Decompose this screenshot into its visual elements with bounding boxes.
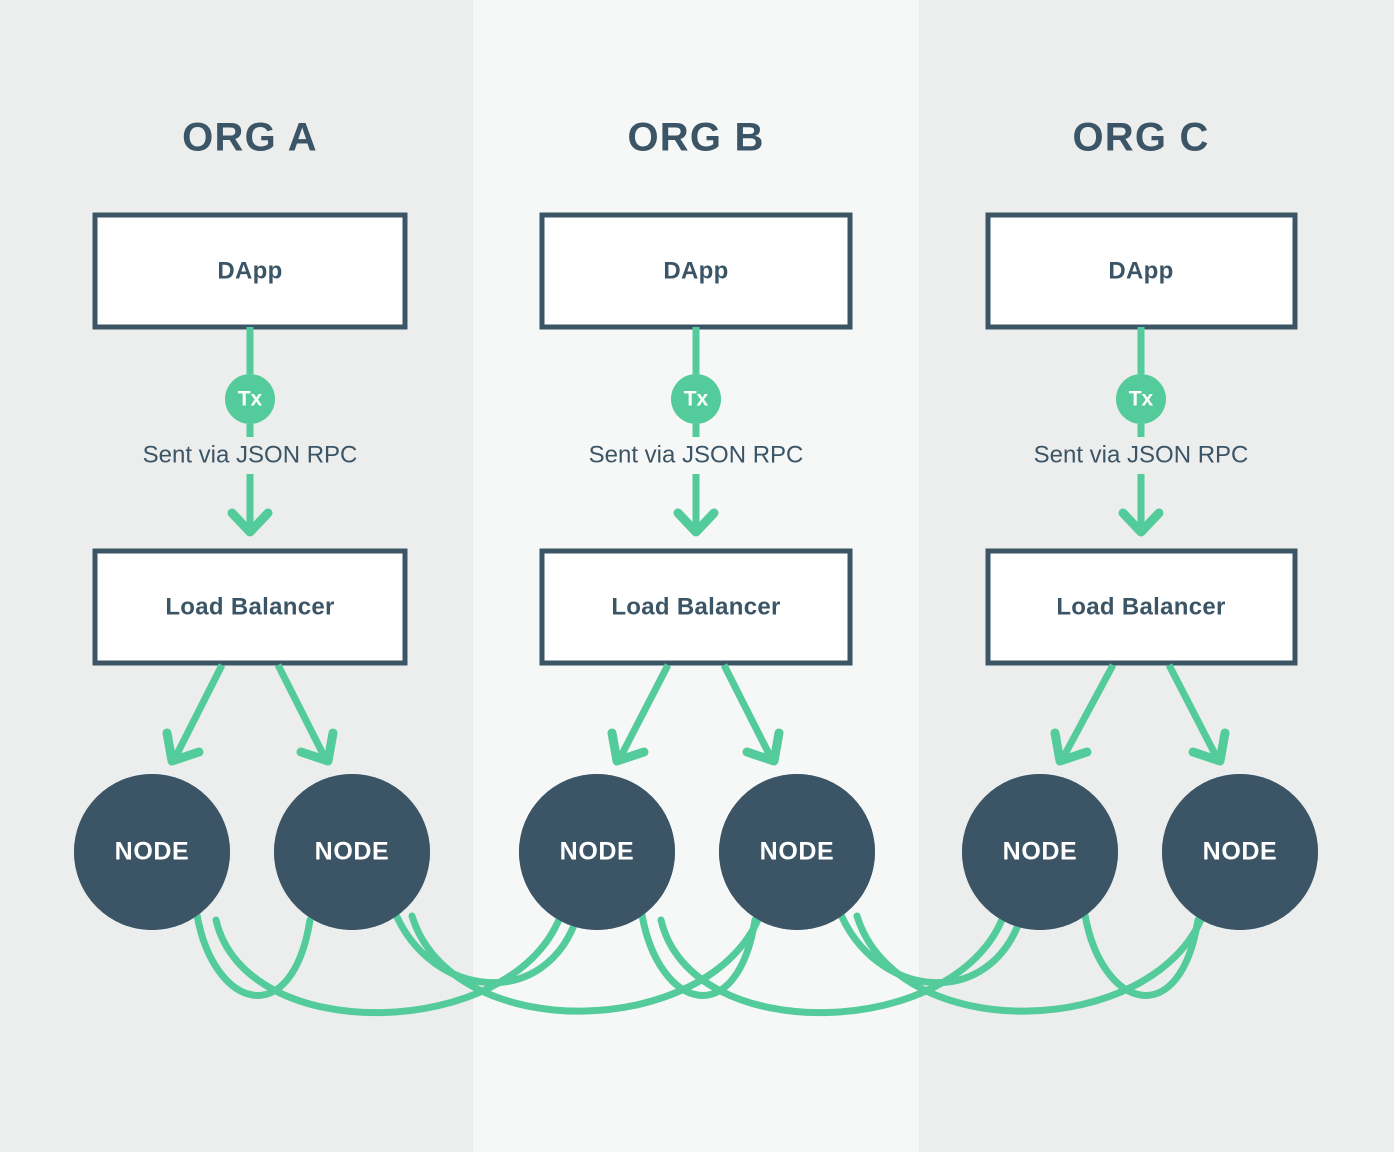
fan-arrow-icon-b1 xyxy=(607,728,649,766)
node-circle-a2-overlay[interactable] xyxy=(274,774,430,930)
mesh-curve-b1-c1 xyxy=(657,913,1007,1017)
load-balancer-label-a: Load Balancer xyxy=(165,593,334,620)
node-label-a1-overlay: NODE xyxy=(115,838,190,866)
tx-token-icon-b xyxy=(671,374,721,424)
load-balancer-box-b[interactable] xyxy=(539,548,853,666)
fan-arrow-icon-c1 xyxy=(1050,728,1092,766)
fan-arrow-icon-c2 xyxy=(1188,728,1230,766)
node-label-b1-overlay: NODE xyxy=(560,838,635,866)
mesh-curve-b2-c1 xyxy=(835,906,1026,986)
mesh-curve-a1-a2 xyxy=(193,911,314,999)
tx-label-b: Tx xyxy=(684,388,709,411)
dapp-label-a: DApp xyxy=(217,257,282,284)
load-balancer-label-b: Load Balancer xyxy=(611,593,780,620)
mesh-curve-a2-b2 xyxy=(408,911,764,1015)
rpc-label-a: Sent via JSON RPC xyxy=(143,441,358,468)
org-title-b: ORG B xyxy=(627,116,764,160)
node-circle-b1-overlay[interactable] xyxy=(519,774,675,930)
node-label-a2-overlay: NODE xyxy=(315,838,390,866)
lb-to-node-b1-line xyxy=(617,663,672,758)
node-circles-overlay: NODE NODE NODE NODE NODE NODE xyxy=(74,774,1318,930)
rpc-label-b: Sent via JSON RPC xyxy=(589,441,804,468)
down-arrow-icon-c xyxy=(1118,508,1164,537)
org-title-c: ORG C xyxy=(1072,116,1209,160)
mesh-curve-a2-b1 xyxy=(390,906,582,986)
tx-token-icon-c xyxy=(1116,374,1166,424)
dapp-label-c: DApp xyxy=(1108,257,1173,284)
peer-mesh-curves xyxy=(193,906,1207,1017)
lb-to-node-c2-line xyxy=(1165,663,1220,758)
lb-to-node-a2-line xyxy=(274,663,328,758)
tx-label-c: Tx xyxy=(1129,388,1154,411)
fan-arrow-icon-b2 xyxy=(742,728,784,766)
dapp-box-c[interactable] xyxy=(985,212,1298,330)
node-label-c2-overlay: NODE xyxy=(1203,838,1278,866)
node-circle-b2-overlay[interactable] xyxy=(719,774,875,930)
lb-to-node-c1-line xyxy=(1060,663,1117,758)
lb-to-node-b2-line xyxy=(720,663,774,758)
down-arrow-icon-a xyxy=(227,508,273,537)
dapp-label-b: DApp xyxy=(663,257,728,284)
load-balancer-label-c: Load Balancer xyxy=(1056,593,1225,620)
load-balancer-box-a[interactable] xyxy=(92,548,408,666)
load-balancer-box-c[interactable] xyxy=(985,548,1298,666)
node-circle-c1-overlay[interactable] xyxy=(962,774,1118,930)
mesh-curve-b2-c2 xyxy=(853,911,1207,1015)
rpc-label-c: Sent via JSON RPC xyxy=(1034,441,1249,468)
tx-token-icon-a xyxy=(225,374,275,424)
fan-arrow-icon-a2 xyxy=(296,728,338,766)
org-title-a: ORG A xyxy=(182,116,318,160)
node-label-b2-overlay: NODE xyxy=(760,838,835,866)
dapp-box-a[interactable] xyxy=(92,212,408,330)
fan-arrow-icon-a1 xyxy=(162,728,204,766)
node-circle-a1-overlay[interactable] xyxy=(74,774,230,930)
tx-label-a: Tx xyxy=(238,388,263,411)
mesh-curve-a1-b1 xyxy=(212,913,564,1017)
mesh-curve-c1-c2 xyxy=(1081,911,1202,999)
node-label-c1-overlay: NODE xyxy=(1003,838,1078,866)
down-arrow-icon-b xyxy=(673,508,719,537)
lb-to-node-a1-line xyxy=(172,663,226,758)
mesh-curve-b1-b2 xyxy=(638,911,759,999)
node-circle-c2-overlay[interactable] xyxy=(1162,774,1318,930)
